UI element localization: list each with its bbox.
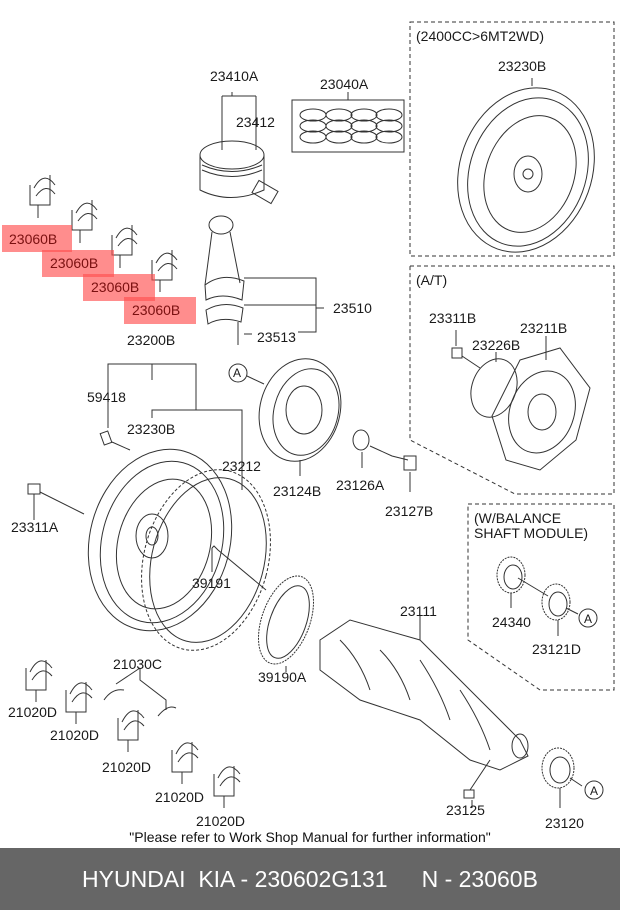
part-label-23412[interactable]: 23412	[236, 114, 275, 130]
part-label-23060b[interactable]: 23060B	[132, 302, 181, 318]
part-label-21020d[interactable]: 21020D	[155, 789, 205, 805]
part-label-23060b[interactable]: 23060B	[91, 279, 140, 295]
crankshaft-icon	[319, 616, 529, 808]
highlight-23060b-1	[2, 225, 72, 252]
main-bearings-icon	[25, 660, 241, 808]
balance-option-title-2: SHAFT MODULE)	[474, 525, 589, 541]
piston-rings-icon	[291, 92, 405, 153]
part-label-23410a[interactable]: 23410A	[210, 68, 259, 84]
drive-plate-icon	[451, 330, 591, 471]
at-option-title: (A/T)	[416, 272, 448, 288]
balance-option-title-1: (W/BALANCE	[474, 510, 562, 526]
part-label-23060b[interactable]: 23060B	[50, 255, 99, 271]
part-label-23510[interactable]: 23510	[333, 300, 372, 316]
part-label-24340[interactable]: 24340	[492, 614, 531, 630]
diagram-drawing	[25, 21, 615, 808]
balance-gears-icon	[496, 556, 604, 808]
highlight-23060b-2	[42, 250, 114, 277]
part-label-23127b[interactable]: 23127B	[385, 503, 434, 519]
ring-gear-icon	[258, 575, 314, 672]
ref-marker-a: A	[233, 366, 242, 380]
ref-marker-a: A	[590, 784, 599, 798]
connecting-rod-icon	[204, 215, 324, 345]
damper-pulley-icon	[228, 358, 417, 492]
part-label-23311b[interactable]: 23311B	[429, 310, 477, 326]
part-label-23200b[interactable]: 23200B	[127, 332, 176, 348]
part-label-23111[interactable]: 23111	[400, 603, 437, 619]
part-label-23212[interactable]: 23212	[222, 458, 261, 474]
part-label-23311a[interactable]: 23311A	[11, 519, 59, 535]
part-label-23040a[interactable]: 23040A	[320, 76, 369, 92]
mt-option-title: (2400CC>6MT2WD)	[416, 28, 544, 44]
part-label-21020d[interactable]: 21020D	[8, 704, 58, 720]
part-label-23121d[interactable]: 23121D	[532, 641, 582, 657]
part-label-23230b[interactable]: 23230B	[127, 421, 176, 437]
flywheel-icon	[27, 363, 271, 651]
part-label-23124b[interactable]: 23124B	[273, 483, 322, 499]
part-label-23120[interactable]: 23120	[545, 815, 584, 831]
ref-marker-a: A	[584, 612, 593, 626]
part-label-39191[interactable]: 39191	[192, 575, 231, 591]
part-label-23230b-mt[interactable]: 23230B	[498, 58, 547, 74]
part-label-39190a[interactable]: 39190A	[258, 669, 307, 685]
highlight-23060b-4	[124, 297, 196, 324]
conrod-bearings-icon	[29, 175, 178, 292]
balance-option-box	[467, 503, 615, 691]
brand-part-number: HYUNDAI KIA - 230602G131	[82, 865, 388, 892]
part-label-21030c[interactable]: 21030C	[113, 656, 163, 672]
highlight-23060b-3	[83, 274, 155, 301]
oem-part-number: N - 23060B	[421, 865, 538, 892]
part-label-23060b[interactable]: 23060B	[9, 231, 58, 247]
part-label-21020d[interactable]: 21020D	[102, 759, 152, 775]
mt-flywheel-icon	[457, 78, 595, 253]
piston-icon	[199, 92, 279, 205]
part-label-21020d[interactable]: 21020D	[196, 813, 246, 829]
part-label-23125[interactable]: 23125	[446, 802, 485, 818]
part-label-23513[interactable]: 23513	[257, 329, 296, 345]
part-label-21020d[interactable]: 21020D	[50, 727, 100, 743]
part-label-23211b[interactable]: 23211B	[520, 320, 568, 336]
at-option-box	[409, 265, 615, 495]
parts-diagram: 23060B 23060B 23060B 23060B (2400CC>6MT2…	[2, 21, 615, 845]
workshop-manual-note: "Please refer to Work Shop Manual for fu…	[129, 829, 491, 845]
part-number-footer: HYUNDAI KIA - 230602G131 N - 23060B	[0, 848, 620, 910]
mt-option-box	[409, 21, 615, 257]
part-label-23126a[interactable]: 23126A	[336, 477, 385, 493]
part-label-59418[interactable]: 59418	[87, 389, 126, 405]
part-label-23226b[interactable]: 23226B	[472, 337, 521, 353]
